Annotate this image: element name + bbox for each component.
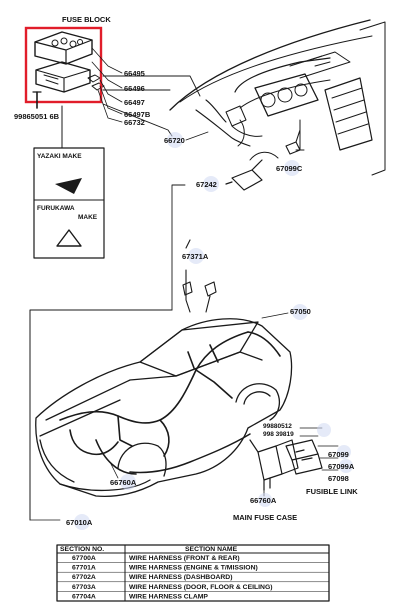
fuse-block-highlight xyxy=(24,26,103,104)
table-row-2-name: WIRE HARNESS (ENGINE & T/MISSION) xyxy=(129,565,258,572)
table-header-section-no: SECTION NO. xyxy=(60,546,104,553)
callout-67099a: 67099A xyxy=(328,462,355,471)
callout-halo-67099a xyxy=(339,459,353,473)
callout-66720: 66720 xyxy=(164,136,185,145)
table-row-1-no: 67700A xyxy=(72,555,96,562)
fuse-block-title: FUSE BLOCK xyxy=(62,15,111,24)
callout-67098: 67098 xyxy=(328,474,349,483)
callout-66760a-left: 66760A xyxy=(110,478,137,487)
table-row-1-name: WIRE HARNESS (FRONT & REAR) xyxy=(129,555,240,562)
table-row-3-no: 67702A xyxy=(72,574,96,581)
yazaki-make-label: YAZAKI MAKE xyxy=(37,153,82,160)
furukawa-label-line1: FURUKAWA xyxy=(37,205,75,212)
car-illustration xyxy=(35,318,293,498)
callout-halo-66760a-left xyxy=(120,474,136,490)
callout-67242: 67242 xyxy=(196,180,217,189)
maker-mark-box xyxy=(33,147,105,259)
table-header-section-name: SECTION NAME xyxy=(185,546,238,553)
module-67242-icon xyxy=(225,159,263,191)
fuse-block-illustration xyxy=(34,31,105,93)
table-row-5-no: 67704A xyxy=(72,593,96,600)
relay-67371a-icon xyxy=(182,239,217,313)
part-66495: 66495 xyxy=(124,69,145,78)
furukawa-mark-icon xyxy=(56,229,82,247)
table-row-2-no: 67701A xyxy=(72,565,96,572)
dashboard-illustration xyxy=(169,19,386,176)
callout-halo-66760a-right xyxy=(258,493,272,507)
table-row-5-name: WIRE HARNESS CLAMP xyxy=(129,593,208,600)
callout-99880512: 99880512 xyxy=(263,423,292,430)
callout-99839819: 998 39819 xyxy=(263,431,294,438)
screw-icon xyxy=(32,91,42,109)
callout-67010a: 67010A xyxy=(66,518,93,527)
table-row-3-name: WIRE HARNESS (DASHBOARD) xyxy=(129,574,232,581)
callout-halo-67099c xyxy=(284,160,300,176)
callout-67099: 67099 xyxy=(328,450,349,459)
part-66497b: 66497B xyxy=(124,110,151,119)
callout-67371a: 67371A xyxy=(182,252,209,261)
car-harness xyxy=(59,331,281,475)
callout-67099c: 67099C xyxy=(276,164,303,173)
callout-67050: 67050 xyxy=(290,307,311,316)
section-table xyxy=(56,544,330,602)
screw-part-number: 99865051 6B xyxy=(14,112,60,121)
callout-66760a-right: 66760A xyxy=(250,496,277,505)
callout-halo-67010a xyxy=(74,514,90,530)
furukawa-label-line2: MAKE xyxy=(78,214,98,221)
fusible-link-label: FUSIBLE LINK xyxy=(306,487,358,496)
callout-halo-66720 xyxy=(167,132,183,148)
yazaki-mark-icon xyxy=(55,178,82,194)
main-fuse-case-label: MAIN FUSE CASE xyxy=(233,513,297,522)
part-66496: 66496 xyxy=(124,84,145,93)
callout-halo-67242 xyxy=(203,176,219,192)
part-66497: 66497 xyxy=(124,98,145,107)
callout-halo-99880512 xyxy=(317,423,331,437)
callout-halo-67371a xyxy=(188,248,204,264)
table-row-4-name: WIRE HARNESS (DOOR, FLOOR & CEILING) xyxy=(129,584,273,591)
callout-halo-67099 xyxy=(337,445,351,459)
part-66732: 66732 xyxy=(124,118,145,127)
callout-halo-67050 xyxy=(292,304,308,320)
table-row-4-no: 67703A xyxy=(72,584,96,591)
connector-67099c-icon xyxy=(285,129,301,155)
main-fuse-case-icon xyxy=(249,439,323,491)
